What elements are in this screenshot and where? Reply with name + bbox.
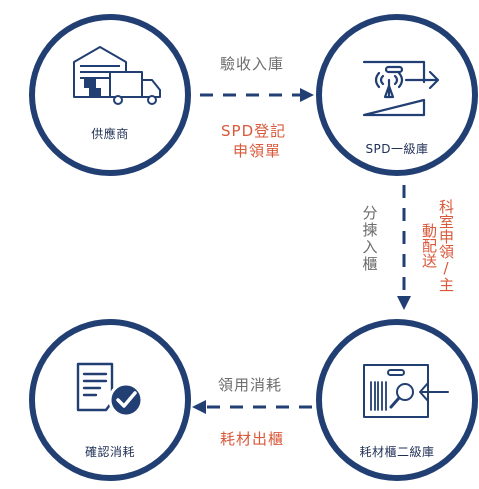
edge-right-label-text: 科室申領/主動配送 (420, 198, 455, 292)
arrow-supplier-to-spd (200, 88, 314, 102)
cabinet-level2-label: 耗材櫃二級庫 (359, 445, 435, 459)
arrow-spd-to-cabinet (397, 185, 411, 310)
warehouse-truck-icon (73, 46, 161, 105)
edge-bottom-label-line2: 申領單 (233, 142, 282, 160)
arrow-cabinet-to-confirm (192, 400, 312, 414)
spd-level1-label: SPD一級庫 (365, 142, 429, 156)
edge-left-label: 分揀入櫃 (362, 204, 378, 273)
edge-bottom-label-line1: SPD登記 (221, 122, 287, 140)
document-check-icon (76, 362, 144, 418)
edge-top-label: 驗收入庫 (220, 55, 285, 73)
rfid-scan-icon (362, 60, 440, 117)
edge-top-label-2: 領用消耗 (218, 376, 283, 394)
confirm-label: 確認消耗 (84, 445, 135, 459)
edge-right-label: 科室申領/主動配送 (420, 195, 460, 295)
supplier-label: 供應商 (91, 127, 129, 141)
spd-level1-node (316, 14, 478, 176)
edge-bottom-label-2: 耗材出櫃 (220, 430, 285, 448)
barcode-scan-icon (363, 364, 449, 418)
